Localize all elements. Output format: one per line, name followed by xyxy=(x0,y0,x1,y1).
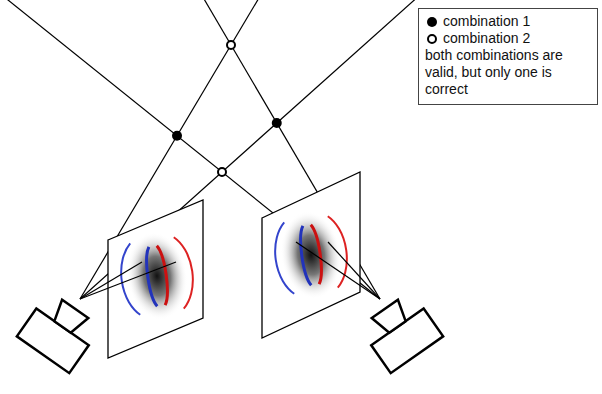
camera-symbol xyxy=(17,291,102,374)
plane-ray xyxy=(328,242,380,299)
legend-text: combination 1 xyxy=(443,13,530,30)
image-plane xyxy=(108,200,203,358)
legend-text: combination 2 xyxy=(443,30,530,47)
open-dot xyxy=(218,168,226,176)
projection-rays xyxy=(80,242,380,299)
filled-dot xyxy=(172,131,182,141)
legend-row: combination 1 xyxy=(425,13,597,30)
legend-box: combination 1combination 2both combinati… xyxy=(418,8,598,105)
legend-swatch xyxy=(425,13,443,30)
plane-ray xyxy=(296,242,380,299)
plane-ray xyxy=(80,262,142,299)
intersection-dots xyxy=(172,41,282,176)
camera-symbol xyxy=(359,291,444,374)
legend-row: combination 2 xyxy=(425,30,597,47)
legend-note: both combinations are valid, but only on… xyxy=(425,47,570,98)
image-plane xyxy=(262,172,360,338)
ellipse-projection xyxy=(116,227,199,324)
filled-dot xyxy=(272,118,282,128)
open-dot xyxy=(227,41,235,49)
legend-swatch xyxy=(425,30,443,47)
plane-ray xyxy=(80,262,176,299)
